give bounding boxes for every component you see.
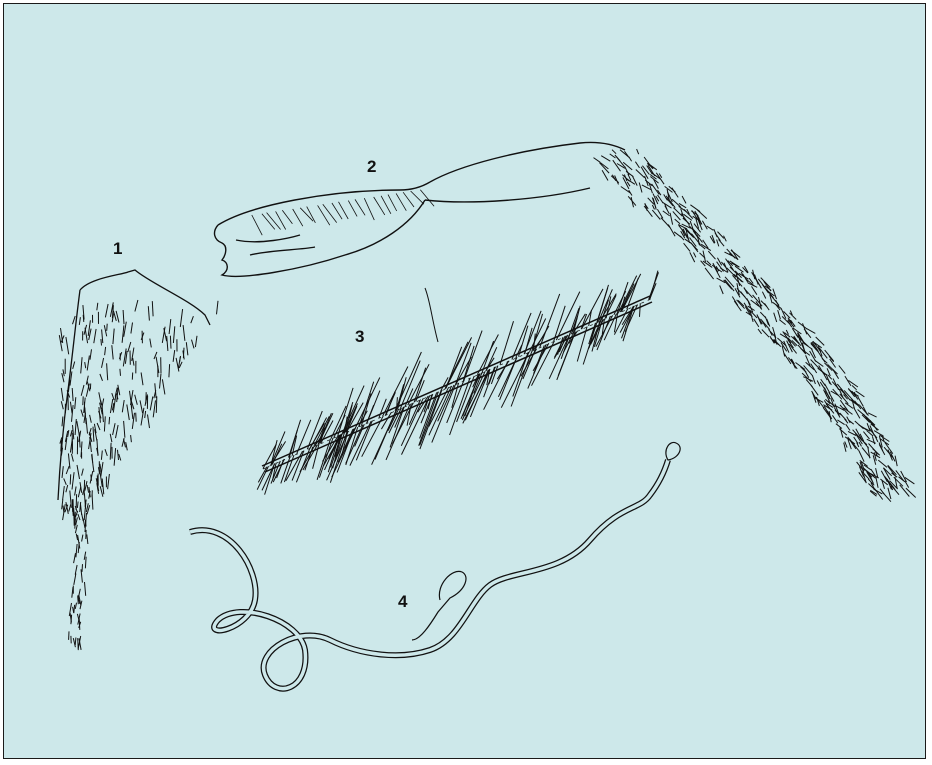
- specimen-label-4: 4: [398, 592, 408, 611]
- specimen-label-1: 1: [113, 239, 122, 258]
- specimen-label-2: 2: [367, 157, 376, 176]
- specimen-label-3: 3: [355, 327, 364, 346]
